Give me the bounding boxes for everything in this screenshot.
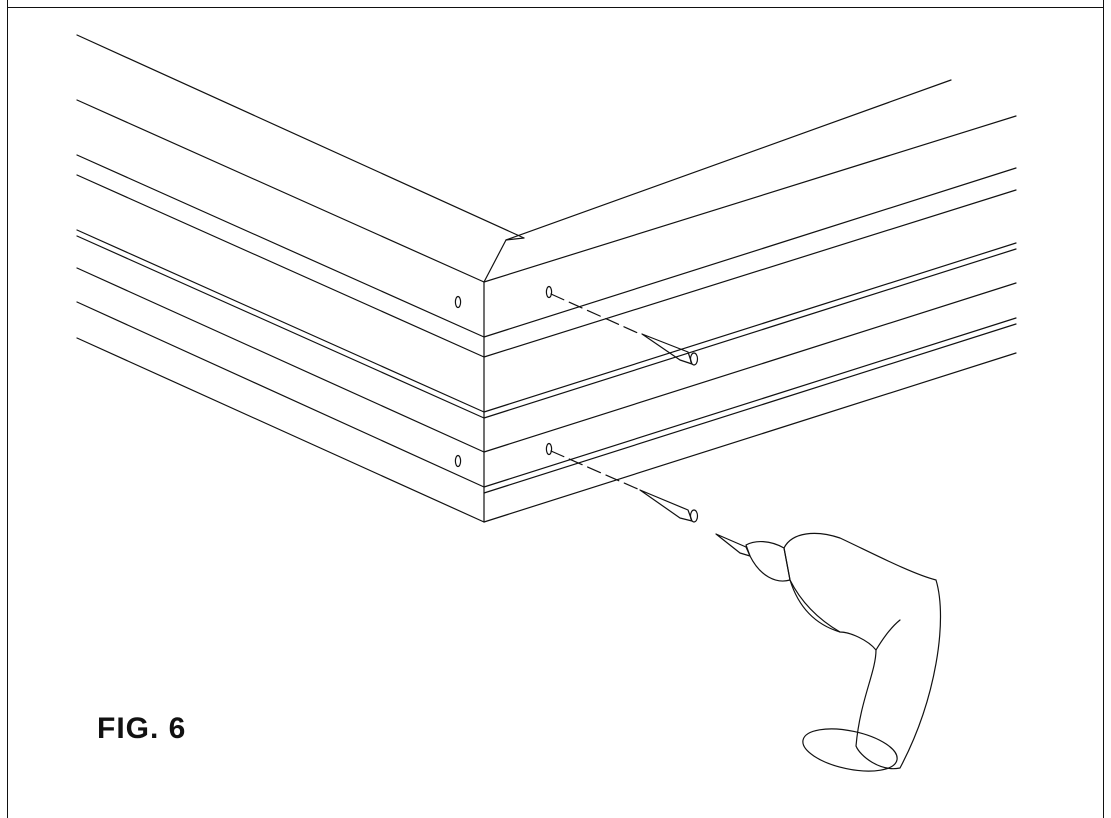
frame-border-top: [7, 7, 1104, 8]
right-wall-panels: [483, 79, 1017, 523]
screw-hole-icon: [545, 442, 553, 456]
figure-label: FIG. 6: [97, 712, 187, 745]
left-wall-panels: [76, 34, 525, 523]
screw-hole-icon: [545, 285, 553, 299]
screw-hole-icon: [454, 454, 462, 468]
screw-icon: [550, 450, 699, 523]
screw-icon: [550, 293, 699, 366]
screw-hole-icon: [454, 295, 462, 309]
drill-icon: [715, 532, 942, 772]
frame-border-right: [1103, 0, 1104, 818]
frame-border-left: [7, 0, 8, 818]
